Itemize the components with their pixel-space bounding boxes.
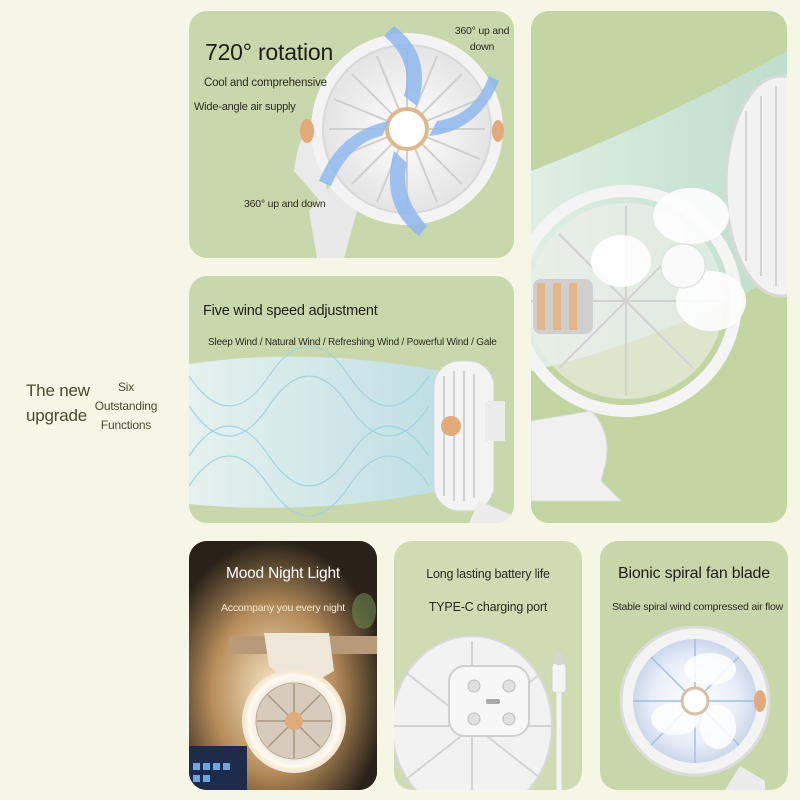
wind-speed-panel: Five wind speed adjustment Sleep Wind / … <box>189 276 514 523</box>
night-light-illustration <box>189 541 377 790</box>
rotating-fan-illustration <box>294 26 504 258</box>
wind-speed-title: Five wind speed adjustment <box>203 303 378 319</box>
spiral-blade-panel: Bionic spiral fan blade Stable spiral wi… <box>600 541 788 790</box>
night-light-panel: Mood Night Light Accompany you every nig… <box>189 541 377 790</box>
night-light-subtitle: Accompany you every night <box>221 602 345 614</box>
charging-port-illustration <box>394 635 567 790</box>
spiral-blade-title: Bionic spiral fan blade <box>618 565 770 582</box>
upgrade-title: The new upgrade <box>26 381 90 425</box>
wind-flow-illustration <box>189 345 514 523</box>
rotation-title: 720° rotation <box>205 39 334 65</box>
fan-hero-illustration <box>531 51 787 502</box>
rotation-line1: Cool and comprehensive <box>204 77 327 89</box>
night-light-title: Mood Night Light <box>226 565 340 582</box>
rotation-top-label: 360° up and down <box>454 25 510 53</box>
charging-port-label: TYPE-C charging port <box>428 600 548 614</box>
spiral-blade-illustration <box>619 625 771 790</box>
battery-life-label: Long lasting battery life <box>426 567 550 581</box>
fan-hero-panel <box>531 11 787 523</box>
upgrade-subtitle: Six Outstanding Functions <box>94 380 158 432</box>
spiral-blade-subtitle: Stable spiral wind compressed air flow <box>612 601 783 613</box>
rotation-panel: 720° rotation Cool and comprehensive Wid… <box>189 11 514 258</box>
battery-panel: Long lasting battery life TYPE-C chargin… <box>394 541 582 790</box>
wind-speed-modes: Sleep Wind / Natural Wind / Refreshing W… <box>208 337 497 348</box>
rotation-bottom-label: 360° up and down <box>244 198 326 210</box>
rotation-line2: Wide-angle air supply <box>194 101 296 113</box>
